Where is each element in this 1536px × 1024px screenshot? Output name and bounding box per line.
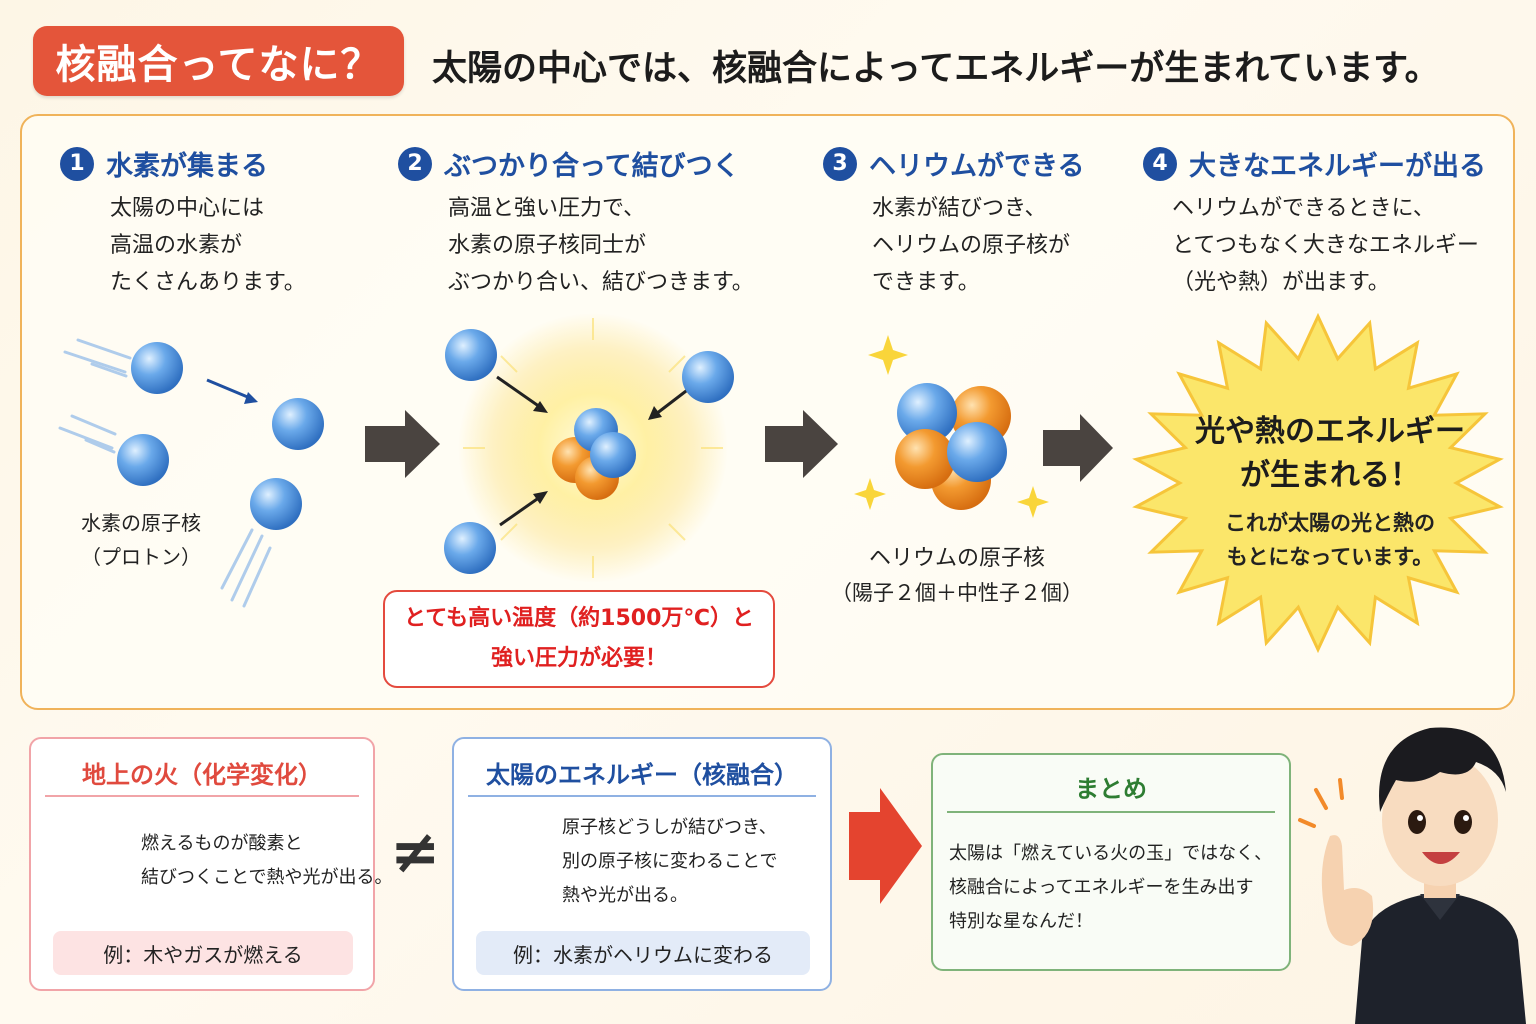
- fusing-nucleus-icon: [552, 408, 636, 500]
- sparkle-icon: [854, 335, 1049, 518]
- proton-icon: [444, 522, 496, 574]
- step-3-heading: 3 ヘリウムができる: [823, 144, 1084, 183]
- arrow-head-icon: [533, 491, 548, 504]
- proton-icon: [272, 398, 324, 450]
- arrow-icon: [655, 386, 691, 416]
- step-2-number: 2: [398, 146, 432, 181]
- proton-icon: [117, 434, 169, 486]
- caption-line: （陽子２個＋中性子２個）: [831, 581, 1083, 605]
- helium-nucleus-icon: [895, 383, 1011, 510]
- caption-line: （プロトン）: [81, 545, 201, 569]
- burst-sub-line: これが太陽の光と熱の: [1225, 511, 1435, 535]
- caption-line: ヘリウムの原子核: [868, 546, 1045, 571]
- arrow-head-icon: [244, 392, 258, 404]
- helium-caption: ヘリウムの原子核 （陽子２個＋中性子２個）: [822, 542, 1092, 610]
- caption-line: 水素の原子核: [81, 511, 201, 535]
- energy-burst-icon: [1132, 312, 1504, 654]
- flow-arrow-icon: [365, 410, 440, 478]
- step-4-line: ヘリウムができるときに、: [1172, 196, 1435, 221]
- step-1-line: 高温の水素が: [110, 233, 243, 258]
- card-description: 原子核どうしが結びつき、 別の原子核に変わることで 熱や光が出る。: [562, 811, 777, 913]
- note-line: とても高い温度（約1500万℃）と: [403, 606, 755, 631]
- proton-icon: [682, 351, 734, 403]
- card-line: 熱や光が出る。: [562, 885, 688, 906]
- step-2-line: ぶつかり合い、結びつきます。: [448, 270, 754, 295]
- step-4-number: 4: [1143, 146, 1177, 181]
- step-3-line: できます。: [872, 270, 980, 295]
- arrow-head-icon: [533, 401, 548, 413]
- step-2-title: ぶつかり合って結びつく: [444, 151, 740, 182]
- card-line: 太陽は「燃えている火の玉」ではなく、: [949, 843, 1273, 864]
- card-line: 特別な星なんだ！: [949, 911, 1093, 932]
- card-description: 燃えるものが酸素と 結びつくことで熱や光が出る。: [141, 827, 392, 895]
- energy-burst-text: 光や熱のエネルギー が生まれる！ これが太陽の光と熱の もとになっています。: [1165, 410, 1495, 574]
- step-4-description: ヘリウムができるときに、 とてつもなく大きなエネルギー （光や熱）が出ます。: [1172, 190, 1479, 301]
- step-2-heading: 2 ぶつかり合って結びつく: [398, 144, 740, 183]
- step-3-number: 3: [823, 146, 857, 181]
- step-1-description: 太陽の中心には 高温の水素が たくさんあります。: [110, 190, 306, 301]
- step-4-title: 大きなエネルギーが出る: [1189, 151, 1486, 182]
- step-2-description: 高温と強い圧力で、 水素の原子核同士が ぶつかり合い、結びつきます。: [448, 190, 754, 301]
- card-line: 核融合によってエネルギーを生み出す: [949, 877, 1254, 898]
- burst-title-line: 光や熱のエネルギー: [1195, 414, 1465, 449]
- arrow-head-icon: [648, 406, 662, 420]
- card-example: 例：木やガスが燃える: [53, 931, 353, 975]
- burst-sub-line: もとになっています。: [1226, 545, 1434, 569]
- step-3-title: ヘリウムができる: [869, 151, 1085, 182]
- arrow-icon: [206, 378, 251, 400]
- step-4-heading: 4 大きなエネルギーが出る: [1143, 144, 1486, 183]
- sun-energy-card: 太陽のエネルギー（核融合） 原子核どうしが結びつき、 別の原子核に変わることで …: [452, 737, 832, 991]
- card-line: 原子核どうしが結びつき、: [562, 817, 777, 838]
- card-title: 地上の火（化学変化）: [82, 761, 322, 789]
- card-title: 太陽のエネルギー（核融合）: [486, 761, 798, 789]
- flow-arrow-icon: [1043, 414, 1113, 482]
- headline: 太陽の中心では、核融合によってエネルギーが生まれています。: [432, 49, 1440, 89]
- card-line: 燃えるものが酸素と: [141, 833, 303, 854]
- chemical-fire-card: 地上の火（化学変化） 燃えるものが酸素と 結びつくことで熱や光が出る。 例：木や…: [29, 737, 392, 991]
- flow-arrow-icon: [765, 410, 838, 478]
- result-arrow-icon: [849, 788, 922, 904]
- card-example: 例：水素がヘリウムに変わる: [476, 931, 810, 975]
- arrow-icon: [499, 495, 541, 527]
- card-divider: [45, 795, 359, 797]
- step-1-line: たくさんあります。: [110, 270, 306, 295]
- step-3-line: 水素が結びつき、: [872, 196, 1047, 221]
- card-line: 別の原子核に変わることで: [562, 851, 778, 872]
- proton-icon: [131, 342, 183, 394]
- summary-card: まとめ 太陽は「燃えている火の玉」ではなく、 核融合によってエネルギーを生み出す…: [931, 753, 1291, 971]
- step-4-line: とてつもなく大きなエネルギー: [1172, 233, 1479, 258]
- step-1-title: 水素が集まる: [106, 151, 268, 182]
- proton-icon: [445, 329, 497, 381]
- card-divider: [947, 811, 1275, 813]
- motion-lines-icon: [58, 338, 272, 608]
- step-1-number: 1: [60, 146, 94, 181]
- step-4-line: （光や熱）が出ます。: [1172, 270, 1390, 295]
- card-description: 太陽は「燃えている火の玉」ではなく、 核融合によってエネルギーを生み出す 特別な…: [949, 837, 1272, 939]
- step-3-line: ヘリウムの原子核が: [872, 233, 1071, 258]
- hydrogen-caption: 水素の原子核 （プロトン）: [66, 506, 216, 574]
- step-3-description: 水素が結びつき、 ヘリウムの原子核が できます。: [872, 190, 1070, 301]
- not-equal-sign: ≠: [390, 817, 441, 887]
- title-badge: 核融合ってなに？: [33, 26, 404, 96]
- step-2-line: 高温と強い圧力で、: [448, 196, 646, 221]
- proton-icon: [250, 478, 302, 530]
- card-line: 結びつくことで熱や光が出る。: [141, 867, 393, 888]
- card-divider: [468, 795, 816, 797]
- card-title: まとめ: [1075, 775, 1147, 803]
- burst-title-line: が生まれる！: [1240, 458, 1420, 493]
- student-avatar-icon: [1298, 727, 1526, 1024]
- step-1-line: 太陽の中心には: [110, 196, 265, 221]
- arrow-icon: [496, 375, 541, 409]
- step-2-line: 水素の原子核同士が: [448, 233, 647, 258]
- note-line: 強い圧力が必要！: [490, 646, 667, 671]
- step-1-heading: 1 水素が集まる: [60, 144, 268, 183]
- temperature-note: とても高い温度（約1500万℃）と 強い圧力が必要！: [383, 590, 775, 688]
